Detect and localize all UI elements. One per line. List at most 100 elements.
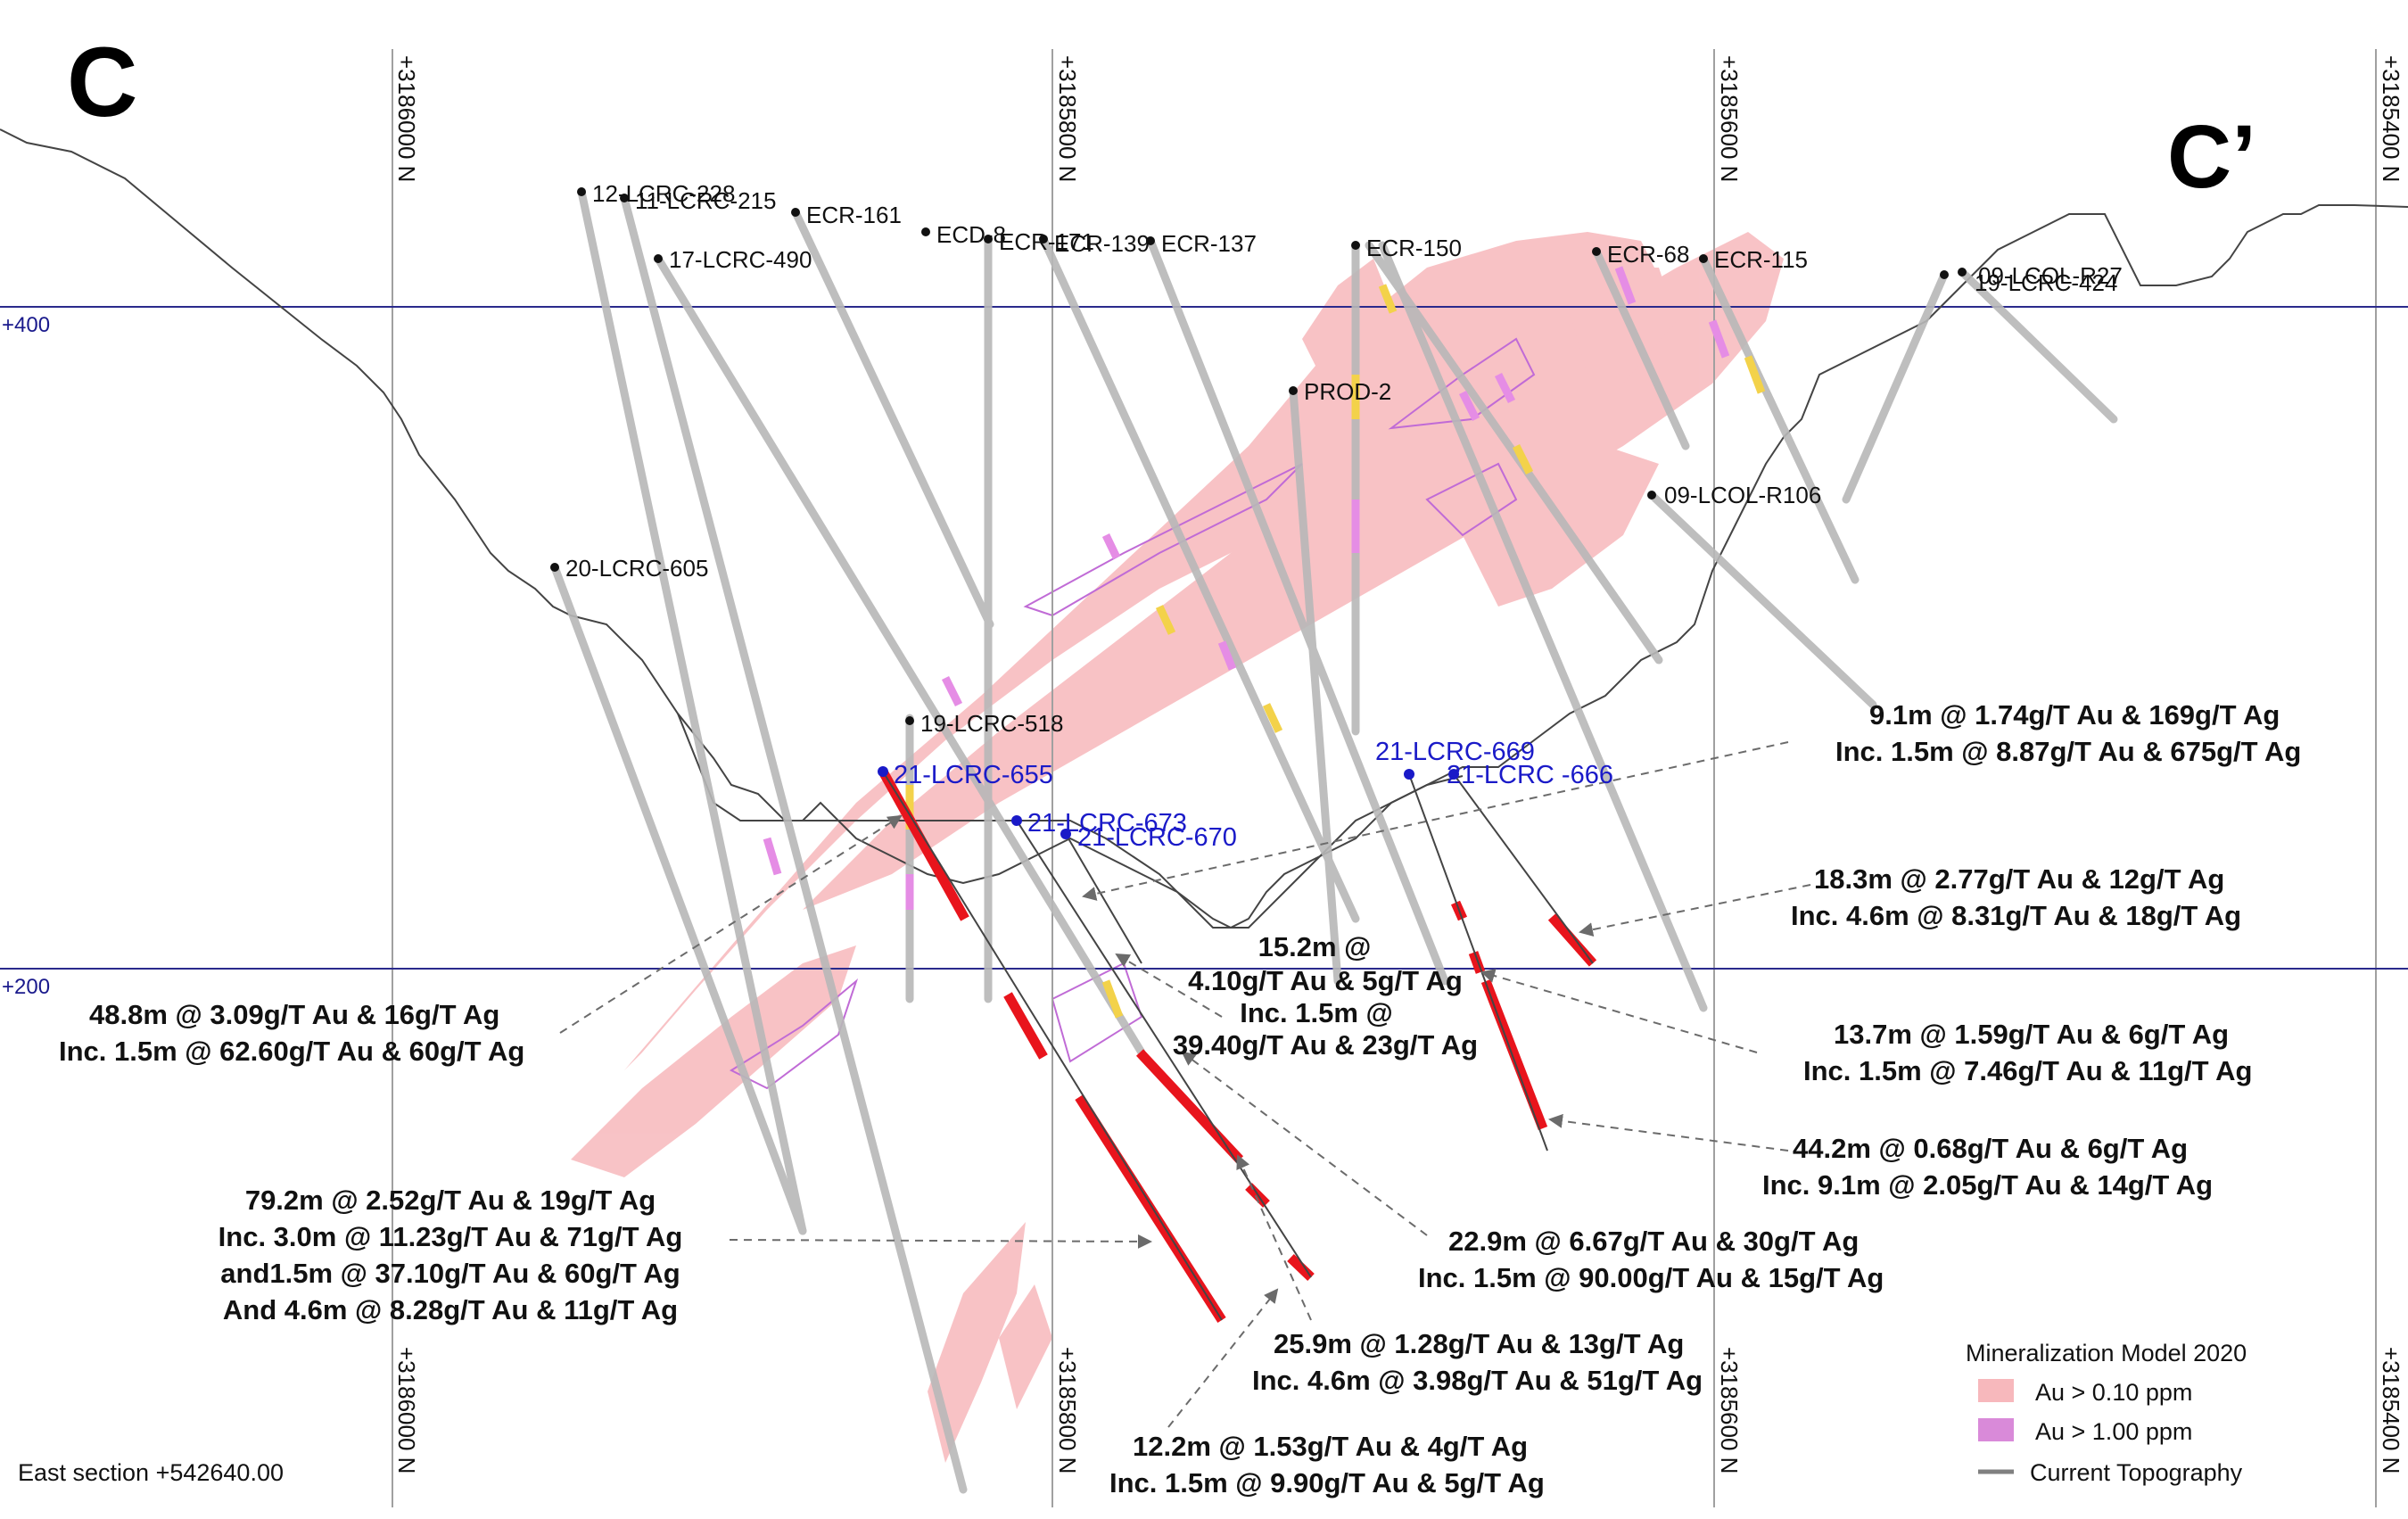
drill-hole-trace — [1958, 268, 2118, 424]
collar-marker — [921, 227, 930, 236]
assay-tick — [763, 837, 782, 876]
intercept-line: Inc. 4.6m @ 8.31g/T Au & 18g/T Ag — [1791, 900, 2241, 931]
collar-marker — [905, 716, 914, 725]
drill-hole-trace — [791, 208, 994, 629]
assay-intervals — [763, 266, 1766, 1019]
collar-label: 19-LCRC-424 — [1975, 269, 2117, 296]
assay-tick — [1744, 355, 1766, 394]
new-hole-marker — [878, 766, 888, 777]
intercept-annotation: 44.2m @ 0.68g/T Au & 6g/T Ag Inc. 9.1m @… — [1762, 1133, 2213, 1201]
assay-tick — [1101, 533, 1121, 559]
leader-arrow — [729, 1234, 1152, 1249]
intercept-line: 44.2m @ 0.68g/T Au & 6g/T Ag — [1793, 1133, 2188, 1164]
collar-marker — [577, 187, 586, 196]
intercept-annotation: 18.3m @ 2.77g/T Au & 12g/T Ag Inc. 4.6m … — [1791, 863, 2241, 931]
collar-label: ECR-68 — [1607, 241, 1689, 268]
intercept-line: And 4.6m @ 8.28g/T Au & 11g/T Ag — [223, 1294, 678, 1325]
legend-label: Au > 1.00 ppm — [2035, 1418, 2192, 1445]
leader-arrow — [559, 814, 903, 1034]
new-hole-marker — [1060, 829, 1071, 839]
elevation-gridlines — [0, 306, 2408, 970]
drill-hole-trace — [1592, 247, 1690, 450]
collar-marker — [620, 194, 629, 202]
assay-tick — [1101, 979, 1124, 1019]
northing-gridlines — [392, 49, 2377, 1507]
new-hole-trace — [1016, 820, 1312, 1278]
new-hole-marker — [1011, 815, 1022, 826]
mineralization-low-grade — [571, 232, 1784, 1463]
drill-hole-trace — [1039, 235, 1360, 923]
drill-hole-trace — [654, 254, 1146, 1057]
intercept-line: 4.10g/T Au & 5g/T Ag — [1188, 965, 1463, 996]
collar-label: ECR-150 — [1366, 235, 1462, 261]
assay-tick — [1708, 319, 1730, 359]
intercept-line: 39.40g/T Au & 23g/T Ag — [1173, 1029, 1478, 1061]
new-hole-label: 21-LCRC -666 — [1447, 761, 1613, 789]
mineralized-zone-shape — [1570, 268, 1677, 384]
mineralized-zone-shape — [803, 232, 1784, 910]
legend-swatch-high — [1978, 1418, 2014, 1441]
collar-marker — [1351, 241, 1360, 250]
northing-label: +3185800 N — [1054, 1347, 1081, 1474]
intercept-line: Inc. 4.6m @ 3.98g/T Au & 51g/T Ag — [1252, 1365, 1703, 1396]
collar-marker — [1940, 270, 1949, 279]
drill-hole-trace — [577, 187, 807, 1235]
intercept-annotation: 13.7m @ 1.59g/T Au & 6g/T Ag Inc. 1.5m @… — [1803, 1019, 2252, 1086]
assay-tick — [1494, 372, 1516, 404]
intercept-line: 25.9m @ 1.28g/T Au & 13g/T Ag — [1274, 1328, 1684, 1359]
high-grade-outline — [729, 978, 859, 1090]
leader-arrow — [1115, 953, 1223, 1018]
intercept-line: 12.2m @ 1.53g/T Au & 4g/T Ag — [1133, 1431, 1528, 1462]
intercept-line: Inc. 1.5m @ 62.60g/T Au & 60g/T Ag — [59, 1036, 524, 1067]
legend-label: Au > 0.10 ppm — [2035, 1379, 2192, 1406]
new-hole-marker — [1448, 769, 1459, 780]
intercept-line: Inc. 1.5m @ 90.00g/T Au & 15g/T Ag — [1418, 1262, 1884, 1293]
collar-marker — [1039, 235, 1048, 244]
leader-arrow — [1548, 1113, 1789, 1152]
intercept-annotation: 79.2m @ 2.52g/T Au & 19g/T Ag Inc. 3.0m … — [219, 1185, 683, 1325]
collar-marker — [550, 563, 559, 572]
new-hole-label: 21-LCRC-673 — [1027, 809, 1187, 838]
collar-label: 17-LCRC-490 — [669, 246, 812, 273]
collar-label: 12-LCRC-228 — [592, 180, 735, 207]
northing-label: +3186000 N — [393, 55, 420, 182]
legend: Mineralization Model 2020 Au > 0.10 ppm … — [1966, 1340, 2247, 1486]
collar-label: PROD-2 — [1304, 378, 1391, 405]
mineralized-zone-shape — [571, 945, 856, 1177]
collar-label: 09-LCOL-R27 — [1978, 262, 2123, 289]
intercept-line: 22.9m @ 6.67g/T Au & 30g/T Ag — [1448, 1226, 1859, 1257]
leader-arrow — [1167, 1288, 1279, 1428]
east-section-label: East section +542640.00 — [18, 1459, 284, 1486]
collar-label: 09-LCOL-R106 — [1664, 482, 1821, 508]
intercept-segment — [1547, 913, 1597, 967]
collar-label: ECR-161 — [806, 202, 902, 228]
intercept-segment — [1480, 979, 1548, 1130]
intercept-annotation: 12.2m @ 1.53g/T Au & 4g/T Ag Inc. 1.5m @… — [1109, 1431, 1545, 1498]
intercept-line: Inc. 1.5m @ 9.90g/T Au & 5g/T Ag — [1109, 1467, 1545, 1498]
intercept-annotation: 9.1m @ 1.74g/T Au & 169g/T Ag Inc. 1.5m … — [1835, 699, 2301, 767]
high-grade-outline — [1425, 462, 1518, 537]
new-hole-trace — [882, 771, 1223, 1321]
northing-label: +3185600 N — [1716, 1347, 1743, 1474]
mineralized-zone-shape — [999, 1284, 1052, 1409]
intercept-line: 48.8m @ 3.09g/T Au & 16g/T Ag — [89, 999, 499, 1030]
collar-label: ECR-139 — [1054, 230, 1150, 257]
intercept-line: 18.3m @ 2.77g/T Au & 12g/T Ag — [1814, 863, 2224, 895]
collar-label: ECR-137 — [1161, 230, 1257, 257]
new-hole-markers — [878, 766, 1459, 839]
intercept-line: Inc. 3.0m @ 11.23g/T Au & 71g/T Ag — [219, 1221, 683, 1252]
collar-marker — [791, 208, 800, 217]
drill-hole-trace — [620, 194, 968, 1494]
assay-tick — [1458, 390, 1480, 422]
collar-marker — [1289, 386, 1298, 395]
legend-swatch-low — [1978, 1379, 2014, 1402]
drill-hole-trace — [550, 563, 807, 1235]
drill-hole-trace — [1146, 236, 1449, 986]
intercept-line: and1.5m @ 37.10g/T Au & 60g/T Ag — [220, 1258, 680, 1289]
assay-tick — [1614, 266, 1637, 305]
assay-tick — [1378, 284, 1398, 314]
intercept-annotation: 15.2m @ 4.10g/T Au & 5g/T Ag Inc. 1.5m @… — [1173, 931, 1478, 1061]
drill-hole-trace — [1842, 270, 1949, 504]
drill-hole-trace — [1378, 241, 1708, 1012]
intercept-line: 15.2m @ — [1258, 931, 1372, 962]
